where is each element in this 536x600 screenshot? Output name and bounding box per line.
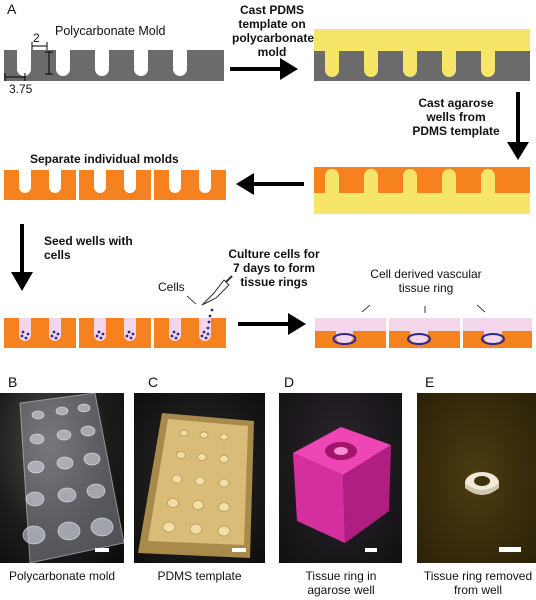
panel-letter-b: B xyxy=(8,374,18,390)
photo-polycarbonate-mold xyxy=(0,393,124,563)
ring-molds-shape xyxy=(315,318,532,348)
panel-letter-d: D xyxy=(284,374,295,390)
polycarbonate-mold-shape xyxy=(4,50,224,81)
caption-e: Tissue ring removed from well xyxy=(423,569,533,597)
photo-tissue-ring-removed xyxy=(417,393,536,563)
pdms-on-mold-shape xyxy=(314,29,530,81)
agarose-on-pdms-shape xyxy=(314,167,530,214)
panel-letter-a: A xyxy=(7,1,17,17)
photo-tissue-ring-agarose xyxy=(279,393,402,563)
step-separate: Separate individual molds xyxy=(30,152,179,166)
pipette-icon xyxy=(201,275,233,306)
arrow-to-agarose xyxy=(507,92,529,160)
seeded-molds-shape xyxy=(4,308,226,348)
dimension-marks xyxy=(4,42,53,81)
panel-letter-c: C xyxy=(148,374,159,390)
arrow-to-culture xyxy=(238,313,306,335)
arrow-to-pdms xyxy=(230,58,298,80)
photo-pdms-template xyxy=(134,393,265,563)
ring-label: Cell derived vascular tissue ring xyxy=(370,267,482,295)
caption-b: Polycarbonate mold xyxy=(8,569,116,583)
panel-letter-e: E xyxy=(425,374,435,390)
step-cast-pdms: Cast PDMS template on polycarbonate mold xyxy=(232,3,315,59)
schematic-diagram xyxy=(4,29,532,348)
separated-molds-shape xyxy=(4,170,226,200)
dim-width: 2 xyxy=(33,31,40,45)
cells-pointer xyxy=(186,295,197,305)
caption-c: PDMS template xyxy=(157,569,242,583)
arrow-to-seed xyxy=(11,224,33,291)
cells-label: Cells xyxy=(158,280,185,294)
step-culture: Culture cells for 7 days to form tissue … xyxy=(228,247,320,289)
step-cast-agarose: Cast agarose wells from PDMS template xyxy=(412,96,500,138)
step-seed: Seed wells with cells xyxy=(44,234,133,262)
dim-spacing: 3.75 xyxy=(9,82,33,96)
caption-d: Tissue ring in agarose well xyxy=(305,569,377,597)
arrow-to-separate xyxy=(236,173,304,195)
ring-pointers xyxy=(361,304,486,313)
mold-label: Polycarbonate Mold xyxy=(55,24,166,38)
